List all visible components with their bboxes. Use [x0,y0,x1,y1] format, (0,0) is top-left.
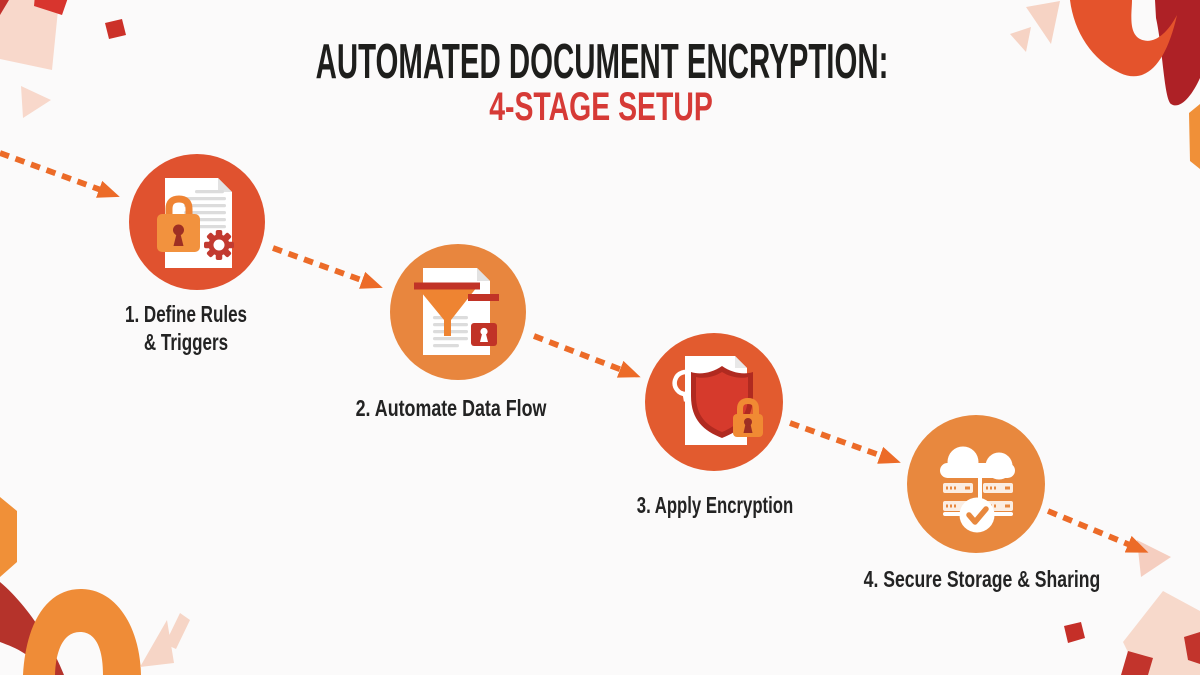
stage-1-circle [129,154,265,290]
stage-2-circle [390,244,526,380]
corner-decoration-top-right [1010,0,1200,169]
stage-3-label: 3. Apply Encryption [636,492,794,518]
document-shield-lock-icon [672,356,763,445]
stage-4-label: 4. Secure Storage & Sharing [863,566,1101,592]
arrow-stage-2-to-3 [532,333,641,378]
stage-3-circle [645,333,783,471]
corner-decoration-bottom-left [0,497,190,675]
arrow-stage-1-to-2 [272,245,383,289]
stage-4-circle [907,415,1045,553]
arrow-stage-3-to-4 [789,420,901,464]
arrow-into-stage-1 [0,150,120,198]
arrow-out-of-stage-4 [1046,508,1149,553]
cloud-server-check-icon [940,446,1015,533]
page-title: AUTOMATED DOCUMENT ENCRYPTION: [315,35,889,89]
page-subtitle: 4-STAGE SETUP [489,85,713,129]
corner-decoration-top-left [0,0,126,118]
stage-1-label: 1. Define Rules & Triggers [124,301,248,355]
stage-2-label: 2. Automate Data Flow [355,395,547,421]
corner-decoration-bottom-right [1064,540,1200,675]
document-funnel-lock-icon [414,268,499,355]
flow-arrows [0,150,1149,553]
document-lock-gear-icon [157,178,234,268]
